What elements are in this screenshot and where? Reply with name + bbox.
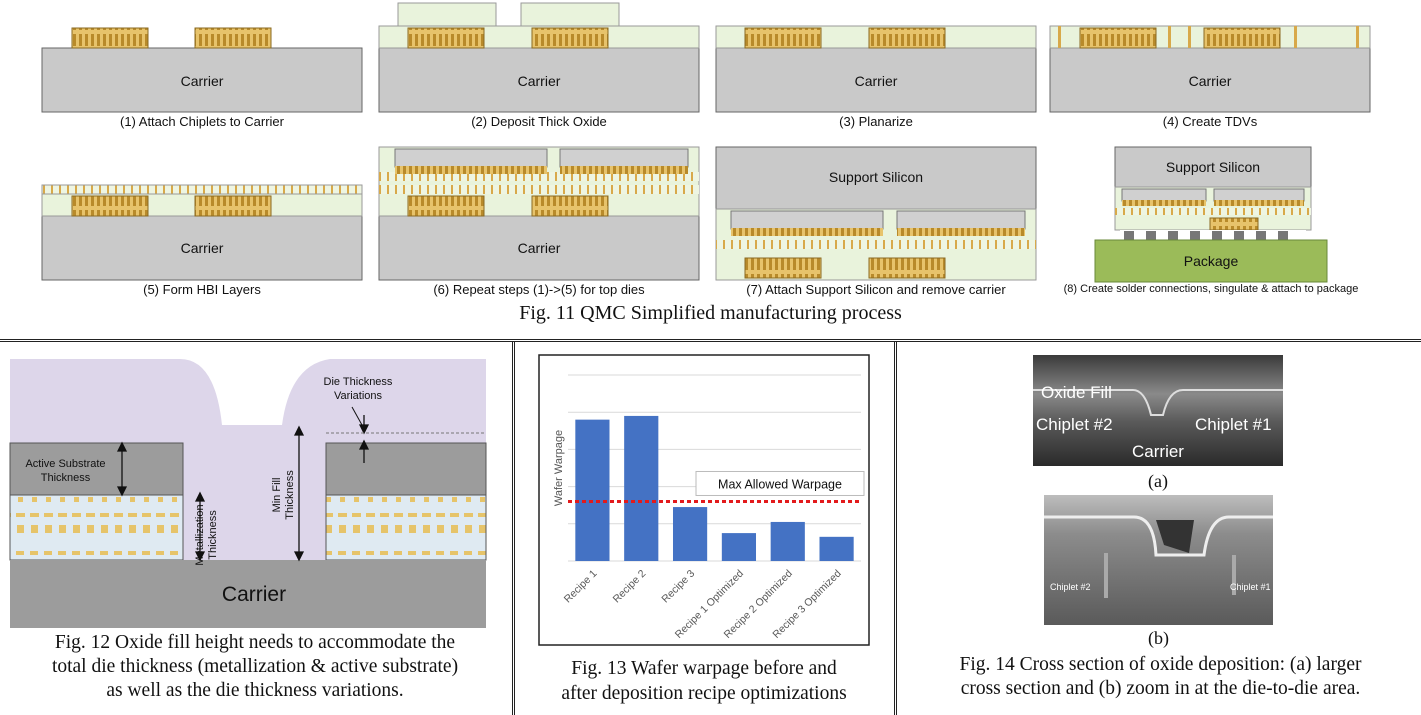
step4-caption: (4) Create TDVs: [1162, 114, 1258, 129]
step3-caption: (3) Planarize: [839, 114, 913, 129]
fig14-figure: Oxide Fill Chiplet #2 Chiplet #1 Carrier…: [900, 345, 1421, 715]
step2-caption: (2) Deposit Thick Oxide: [471, 114, 607, 129]
svg-text:Support Silicon: Support Silicon: [1166, 159, 1260, 175]
fig11-diagram: Carrier Carrier Carrier: [41, 2, 1371, 283]
step7-caption: (7) Attach Support Silicon and remove ca…: [746, 282, 1006, 297]
step5-graphic: Carrier: [41, 184, 363, 281]
step1-graphic: Carrier: [41, 27, 363, 113]
separator-left: [512, 342, 515, 715]
step5-caption: (5) Form HBI Layers: [143, 282, 261, 297]
separator-right: [894, 342, 897, 715]
max-warpage-label: Max Allowed Warpage: [718, 477, 842, 491]
active-substrate-label: Active Substrate Thickness: [25, 458, 106, 484]
bar-3: [672, 507, 708, 561]
bar-1: [575, 419, 610, 561]
step6-caption: (6) Repeat steps (1)->(5) for top dies: [433, 282, 645, 297]
svg-text:Carrier: Carrier: [855, 73, 898, 89]
fig11-caption: Fig. 11 QMC Simplified manufacturing pro…: [519, 302, 902, 324]
sem-chiplet1-label: Chiplet #1: [1195, 415, 1272, 434]
sub-label-b: (b): [1148, 628, 1169, 648]
fig12-figure: Carrier Active Substrate Thickness Metal…: [0, 345, 510, 715]
bar-2: [624, 415, 659, 561]
step8-graphic: Support Silicon Package: [1094, 146, 1328, 283]
step3-graphic: Carrier: [715, 25, 1037, 113]
svg-text:Carrier: Carrier: [1189, 73, 1232, 89]
step8-caption: (8) Create solder connections, singulate…: [1063, 283, 1359, 295]
max-warpage-box: [695, 470, 865, 496]
separator-top: [0, 339, 1421, 342]
die-variations-label: Die Thickness Variations: [323, 376, 393, 402]
fig14-caption: Fig. 14 Cross section of oxide depositio…: [959, 654, 1362, 699]
svg-text:Carrier: Carrier: [518, 73, 561, 89]
sem-carrier-label: Carrier: [1132, 442, 1184, 461]
step7-graphic: Support Silicon: [715, 146, 1037, 281]
sem-oxide-fill-label: Oxide Fill: [1041, 383, 1112, 402]
sem-image-a: Oxide Fill Chiplet #2 Chiplet #1 Carrier: [1033, 355, 1283, 466]
step4-graphic: Carrier: [1049, 25, 1371, 113]
bar-4: [721, 533, 757, 561]
sem-chiplet2-label: Chiplet #2: [1036, 415, 1113, 434]
sem-image-b: Chiplet #2 Chiplet #1: [1044, 495, 1273, 625]
fig12-carrier-label: Carrier: [222, 583, 286, 606]
package-label: Package: [1184, 253, 1239, 269]
sem-b-chiplet1-label: Chiplet #1: [1230, 582, 1271, 592]
step7-support-label: Support Silicon: [829, 169, 923, 185]
sem-b-chiplet2-label: Chiplet #2: [1050, 582, 1091, 592]
fig13-caption: Fig. 13 Wafer warpage before and after d…: [561, 658, 847, 704]
svg-text:Carrier: Carrier: [518, 240, 561, 256]
y-axis-label: Wafer Warpage: [553, 430, 565, 506]
step1-caption: (1) Attach Chiplets to Carrier: [119, 114, 284, 129]
min-fill-label: Min Fill Thickness: [271, 470, 296, 520]
step1-carrier-label: Carrier: [181, 73, 224, 89]
fig11-process-figure: Carrier Carrier Carrier: [0, 0, 1421, 335]
step6-graphic: Carrier: [378, 146, 700, 281]
fig12-diagram: Carrier: [9, 359, 487, 628]
bar-6: [819, 536, 854, 561]
svg-text:Carrier: Carrier: [181, 240, 224, 256]
bar-5: [770, 521, 805, 561]
sub-label-a: (a): [1148, 471, 1168, 491]
step2-graphic: Carrier: [378, 2, 700, 113]
metallization-label: Metallization Thickness: [194, 504, 219, 566]
fig12-caption: Fig. 12 Oxide fill height needs to accom…: [51, 632, 459, 701]
